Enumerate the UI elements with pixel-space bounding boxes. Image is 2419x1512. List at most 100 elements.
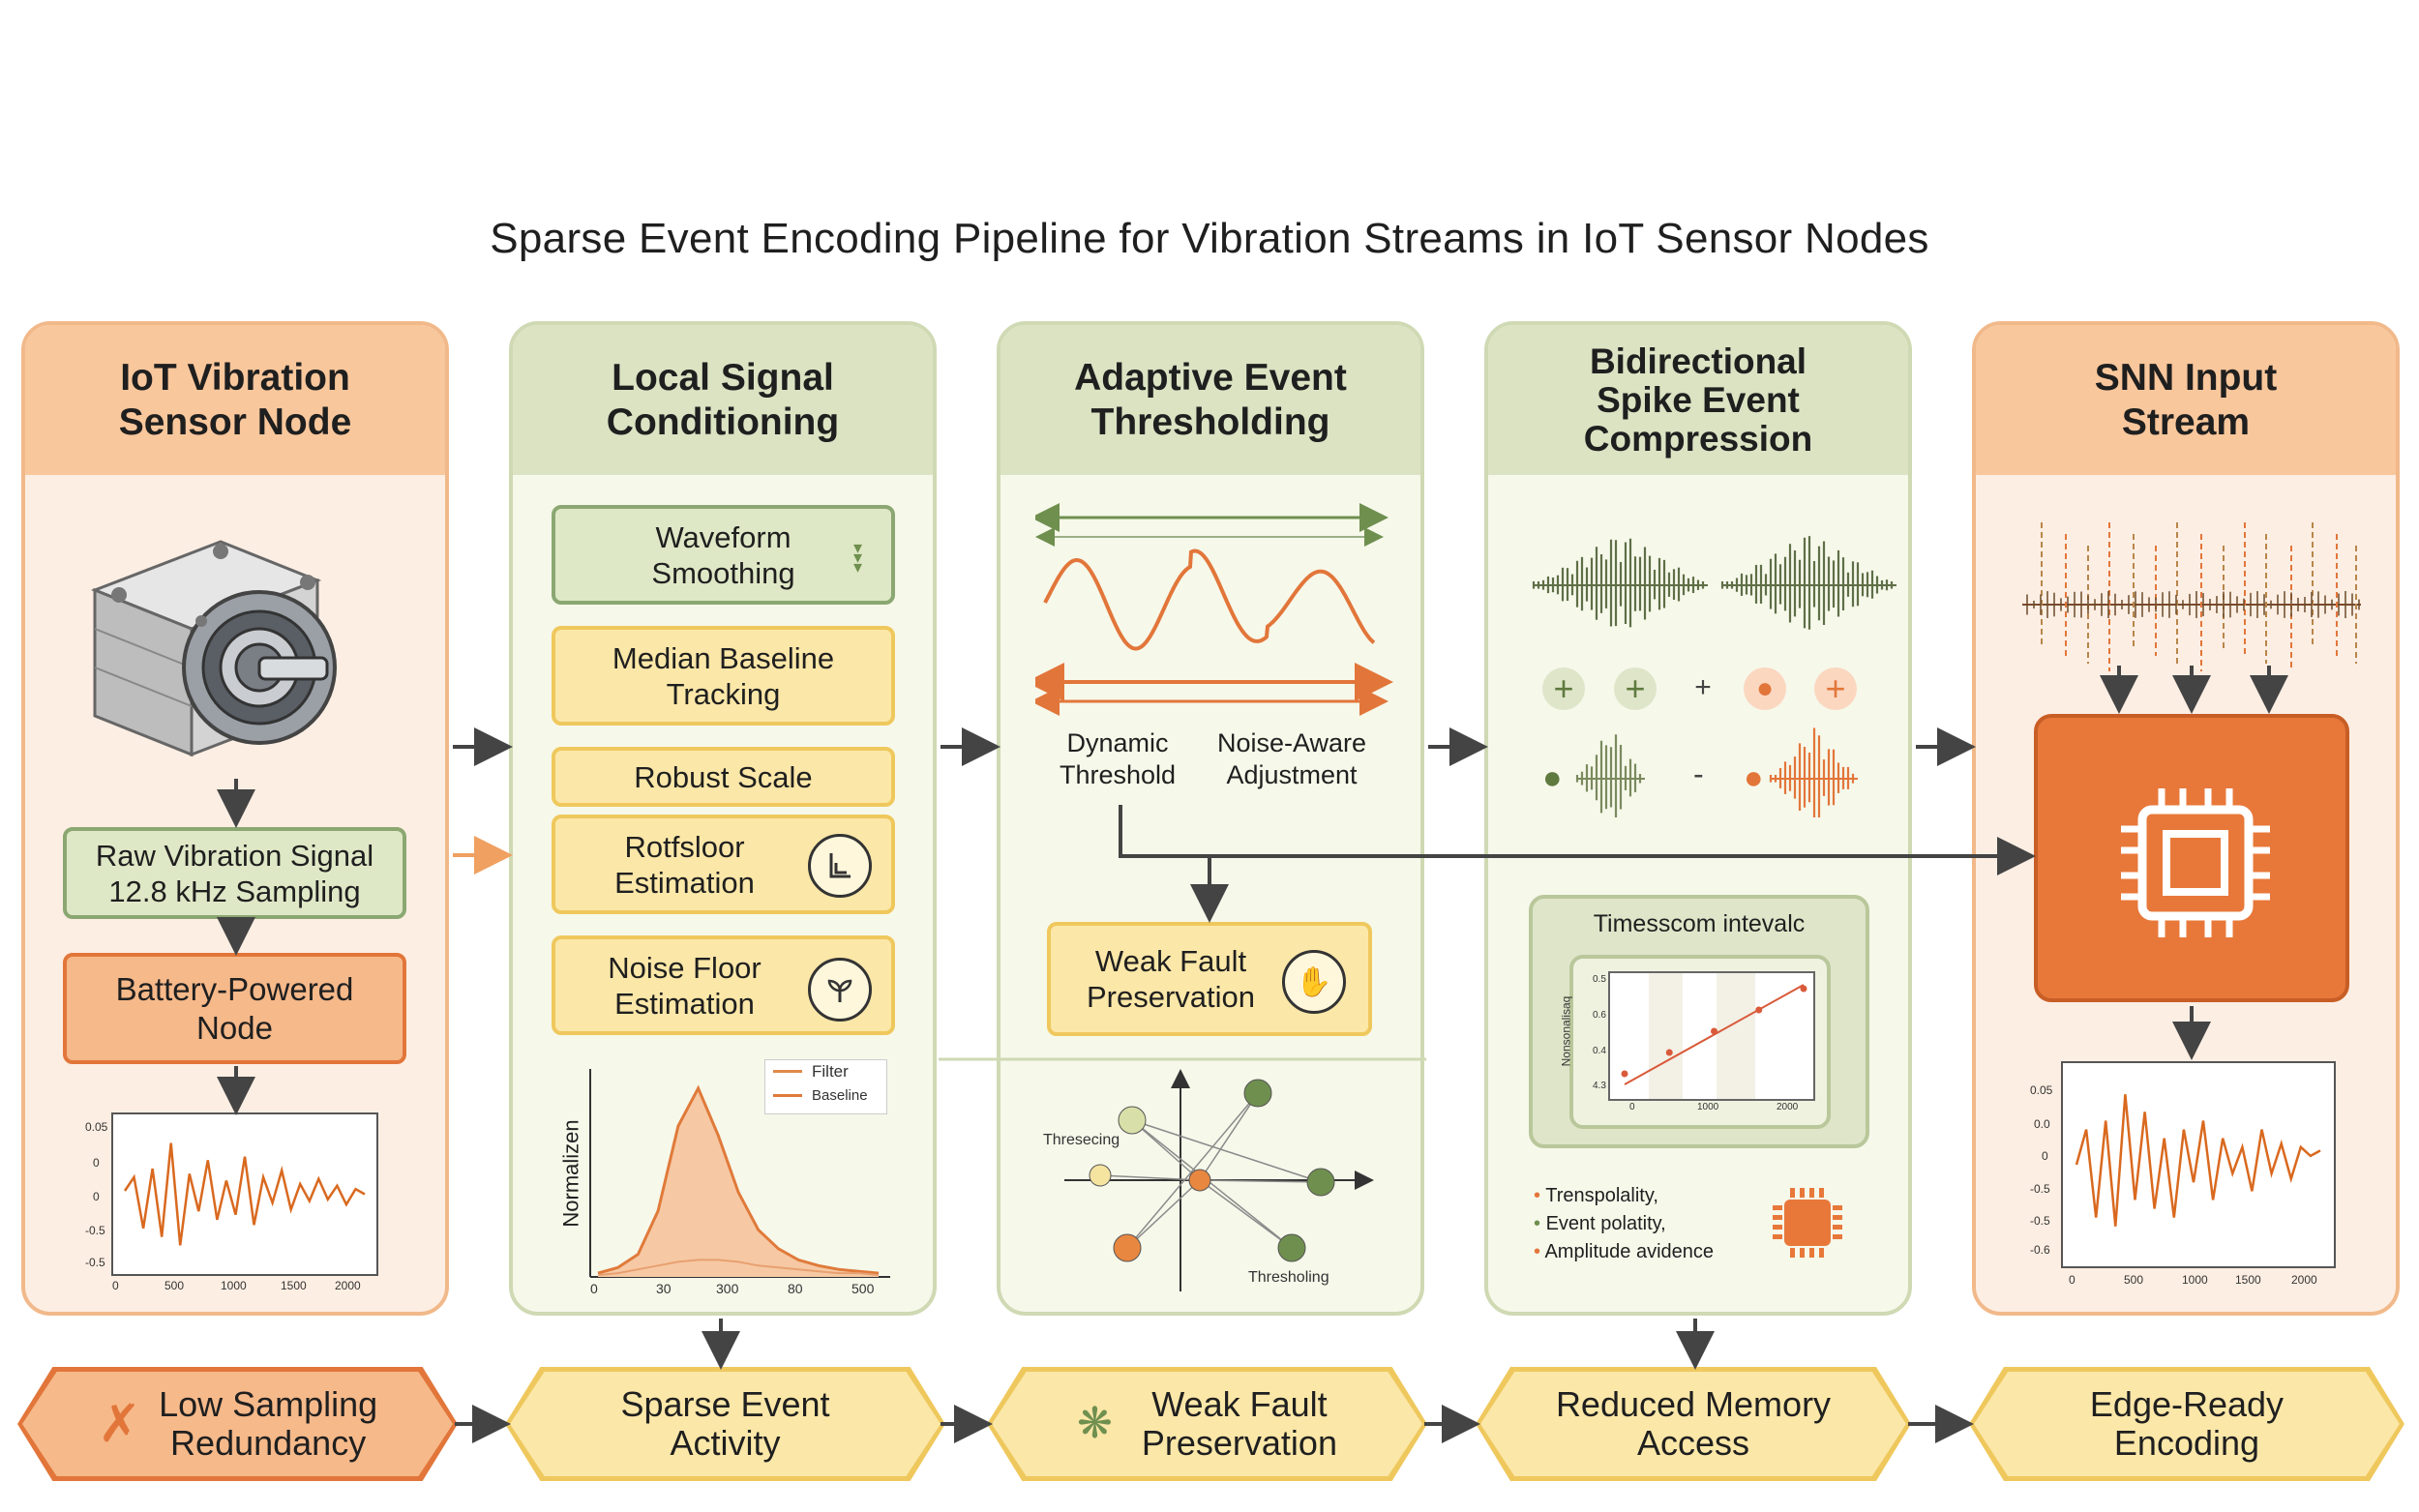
microchip-icon — [2121, 788, 2270, 937]
bullet-text: Event polatity, — [1545, 1213, 1666, 1234]
interval-plot — [1608, 971, 1815, 1101]
symbol-dot: ● — [1542, 759, 1563, 797]
floor-chart-icon — [808, 834, 872, 898]
graph-label: Thresholing — [1248, 1269, 1329, 1286]
symbol-dot: ● — [1744, 759, 1764, 797]
interval-band — [1717, 973, 1755, 1099]
outcome-weak-fault: ❋ Weak Fault Preservation — [987, 1367, 1427, 1481]
outcome-text: Weak Fault Preservation — [1141, 1384, 1337, 1463]
baseline-line — [597, 1259, 880, 1277]
raw-signal-text: Raw Vibration Signal 12.8 kHz Sampling — [95, 838, 374, 908]
snn-signal-plot — [2061, 1061, 2336, 1268]
x-tick: 500 — [164, 1279, 185, 1292]
x-tick: 1000 — [221, 1279, 247, 1292]
data-point — [1800, 985, 1807, 993]
graph-node — [1277, 1233, 1306, 1262]
x-tick: 30 — [656, 1281, 672, 1296]
snn-chip-block — [2034, 714, 2349, 1002]
interval-band — [1649, 973, 1683, 1099]
column-heading-text: Adaptive Event Thresholding — [1074, 356, 1347, 443]
legend-swatch-baseline — [773, 1094, 802, 1097]
threshold-network-graph — [1035, 1064, 1393, 1296]
outcome-edge-ready: Edge-Ready Encoding — [1969, 1367, 2404, 1481]
graph-edge — [1099, 1174, 1201, 1181]
graph-edge — [1131, 1119, 1293, 1249]
y-tick: 0.0 — [2034, 1117, 2050, 1131]
y-tick: -0.5 — [85, 1256, 105, 1269]
sensor-signal-plot — [111, 1112, 378, 1276]
hex-fill — [1480, 1372, 1906, 1476]
graph-edge — [1131, 1119, 1322, 1183]
diagram-title: Sparse Event Encoding Pipeline for Vibra… — [490, 215, 1929, 262]
symbol-text: + — [1625, 668, 1646, 708]
weak-fault-text: Weak Fault Preservation — [1086, 944, 1256, 1014]
symbol-text: - — [1693, 756, 1704, 791]
hex-fill — [22, 1372, 453, 1476]
column-heading: IoT Vibration Sensor Node — [25, 325, 445, 475]
x-tick: 1000 — [1697, 1102, 1719, 1112]
hex-fill — [1974, 1372, 2400, 1476]
y-tick: -0.6 — [2030, 1243, 2050, 1257]
data-point — [1665, 1049, 1673, 1056]
filter-area — [598, 1088, 879, 1277]
filter-line — [597, 1084, 880, 1275]
graph-node — [1306, 1168, 1335, 1197]
signal-wave — [1043, 548, 1376, 651]
symbol-plus: + — [1688, 670, 1717, 705]
data-point — [1621, 1070, 1628, 1078]
y-tick: 0.05 — [85, 1120, 108, 1134]
graph-node — [1118, 1106, 1147, 1135]
x-tick: 1000 — [2182, 1273, 2208, 1287]
y-tick: -0.5 — [2030, 1214, 2050, 1228]
y-tick: 0.6 — [1593, 1010, 1606, 1021]
data-point — [1755, 1006, 1763, 1014]
label-noise-aware: Noise-Aware Adjustment — [1216, 728, 1367, 789]
data-point — [1711, 1027, 1717, 1035]
y-tick: 0.4 — [1593, 1046, 1606, 1056]
x-tick: 0 — [590, 1281, 598, 1296]
symbol-text: + — [1825, 668, 1846, 708]
spike-train-graphic — [2013, 513, 2371, 716]
symbol-text: ● — [1542, 759, 1563, 796]
outcome-sparse-event: Sparse Event Activity — [505, 1367, 945, 1481]
symbol-minus: - — [1693, 756, 1704, 792]
outcome-text: Sparse Event Activity — [620, 1384, 830, 1463]
step-text: Waveform Smoothing — [651, 519, 795, 590]
battery-node-text: Battery-Powered Node — [115, 970, 354, 1046]
series-line — [123, 1142, 366, 1246]
graph-node — [1113, 1233, 1142, 1262]
step-waveform-smoothing: Waveform Smoothing ▾▾▾ — [552, 505, 895, 605]
column-heading: Adaptive Event Thresholding — [1000, 325, 1420, 475]
x-tick: 0 — [1629, 1102, 1635, 1112]
y-tick: 0 — [2042, 1149, 2048, 1163]
bullet-text: Amplitude avidence — [1544, 1241, 1715, 1262]
label-dynamic-threshold: Dynamic Threshold — [1059, 728, 1177, 789]
symbol-plus: + — [1814, 667, 1857, 710]
microchip-icon — [1769, 1184, 1846, 1261]
step-median-baseline: Median Baseline Tracking — [552, 626, 895, 726]
threshold-graphic — [1026, 498, 1393, 721]
x-tick: 2000 — [335, 1279, 361, 1292]
column-heading-text: IoT Vibration Sensor Node — [118, 356, 352, 443]
x-tick: 1500 — [281, 1279, 307, 1292]
graph-edge — [1131, 1119, 1201, 1181]
graph-node — [1089, 1164, 1112, 1187]
graph-edge — [1126, 1092, 1259, 1249]
bullet-item: • Event polatity, — [1534, 1213, 1666, 1234]
symbol-dot: ● — [1744, 667, 1786, 710]
x-tick: 300 — [716, 1281, 739, 1296]
sparkle-icon: ❋ — [1077, 1400, 1113, 1447]
hand-icon: ✋ — [1282, 950, 1346, 1014]
bullet-text: Trenspolality, — [1545, 1185, 1658, 1206]
interval-panel: Timesscom intevalc Nonsonalisaq 0.5 0.6 … — [1529, 895, 1869, 1148]
series-line — [2075, 1094, 2321, 1227]
symbol-text: + — [1553, 668, 1574, 708]
step-text: Median Baseline Tracking — [612, 640, 835, 711]
hex-fill — [510, 1372, 941, 1476]
step-robust-scale: Robust Scale — [552, 747, 895, 807]
battery-node-box: Battery-Powered Node — [63, 953, 406, 1064]
symbol-text: ● — [1755, 672, 1775, 704]
x-tick: 1500 — [2235, 1273, 2261, 1287]
y-tick: 4.3 — [1593, 1081, 1606, 1091]
x-tick: 2000 — [2291, 1273, 2317, 1287]
